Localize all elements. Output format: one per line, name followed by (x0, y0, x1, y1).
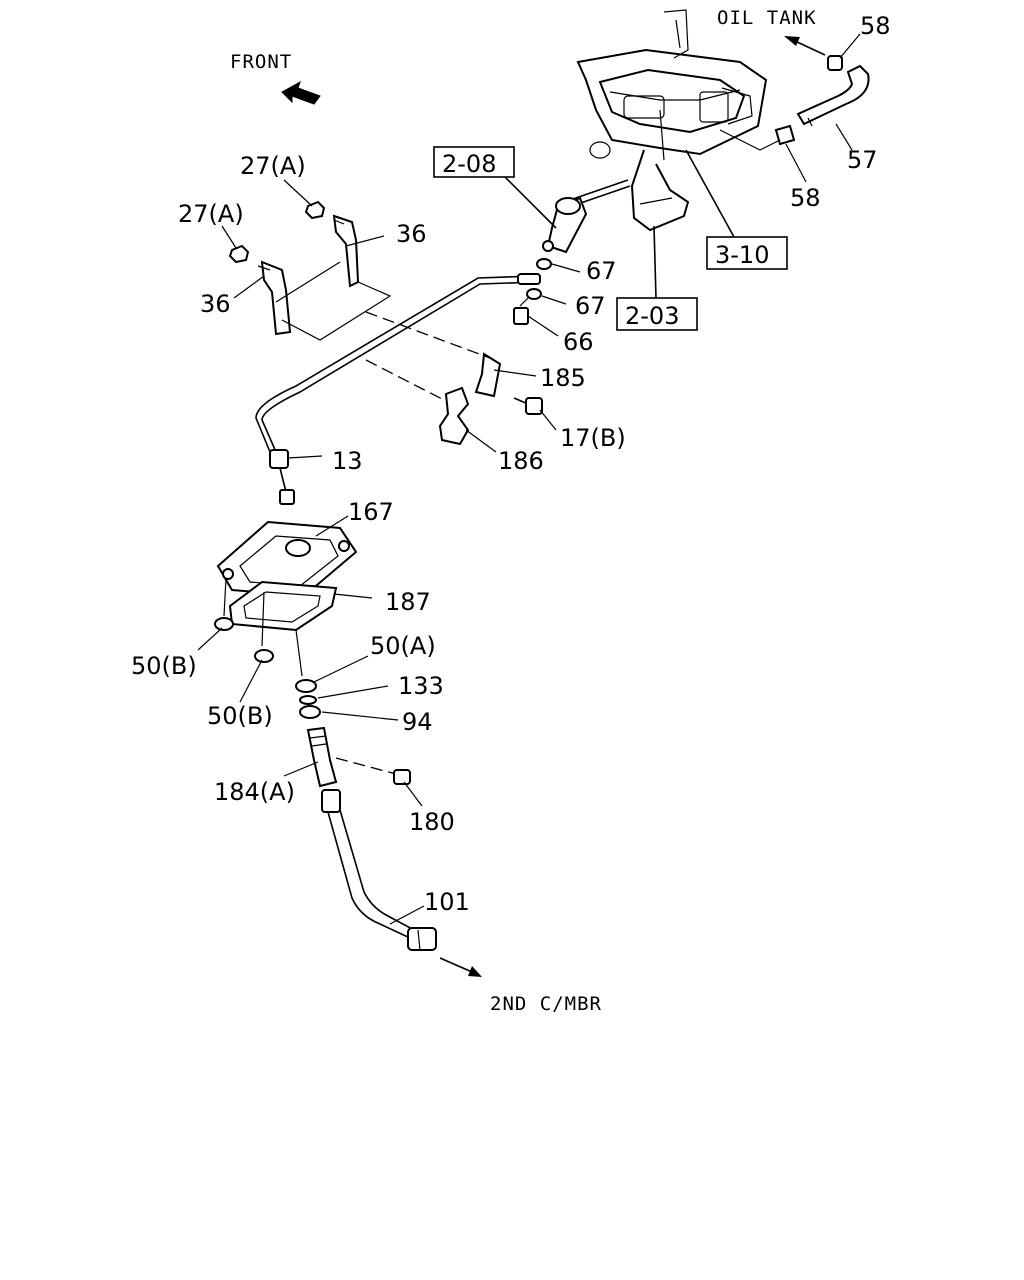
bolt-66 (513, 297, 529, 325)
washer-67-lower (526, 288, 542, 300)
callout-101: 101 (424, 888, 470, 916)
callout-58-lower: 58 (790, 184, 821, 212)
bracket-outline (281, 281, 392, 341)
bracket-36-upper (332, 214, 360, 288)
hose-clamp-58-top (827, 55, 843, 71)
oil-tank-label: OIL TANK (717, 7, 817, 29)
callout-186: 186 (498, 447, 544, 475)
callout-36-lower: 36 (200, 290, 231, 318)
callout-27a-lower: 27(A) (178, 200, 244, 228)
cap-180 (393, 769, 411, 785)
callout-36-upper: 36 (396, 220, 427, 248)
clip-186 (438, 386, 470, 446)
oil-hose-57 (796, 64, 870, 127)
connector-184a (306, 726, 338, 788)
nut-50b-right (254, 649, 274, 663)
nut-27a-lower (228, 244, 250, 264)
nut-27a-upper (304, 200, 326, 220)
callout-50a: 50(A) (370, 632, 436, 660)
second-chamber-arrow-icon (439, 957, 482, 977)
washer-94 (299, 705, 321, 719)
ref-3-10: 3-10 (715, 241, 769, 269)
ref-2-03: 2-03 (625, 302, 679, 330)
bracket-36-lower (257, 260, 292, 336)
callout-58-top: 58 (860, 12, 891, 40)
callout-94: 94 (402, 708, 433, 736)
callout-57: 57 (847, 146, 878, 174)
callout-67-upper: 67 (586, 257, 617, 285)
callout-17b: 17(B) (560, 424, 626, 452)
callout-50b-left: 50(B) (131, 652, 197, 680)
fluid-pipe-13 (255, 273, 541, 505)
callout-66: 66 (563, 328, 594, 356)
nut-50a (295, 679, 317, 693)
master-cylinder (542, 179, 631, 254)
callout-187: 187 (385, 588, 431, 616)
callout-67-lower: 67 (575, 292, 606, 320)
callout-27a-upper: 27(A) (240, 152, 306, 180)
callout-184a: 184(A) (214, 778, 295, 806)
ref-box-3-10[interactable]: 3-10 (706, 236, 788, 270)
pedal-bracket-assembly (576, 9, 768, 232)
clip-185 (474, 352, 502, 398)
ref-box-2-08[interactable]: 2-08 (433, 146, 515, 178)
hose-clamp-58-lower (774, 124, 796, 146)
washer-67-upper (536, 258, 552, 270)
bolt-17b (513, 397, 543, 415)
callout-50b-right: 50(B) (207, 702, 273, 730)
brake-hose-101 (321, 789, 437, 951)
callout-167: 167 (348, 498, 394, 526)
washer-133 (299, 695, 317, 705)
front-label: FRONT (230, 51, 292, 73)
oil-tank-arrow-icon (784, 36, 826, 56)
nut-50b-left (214, 617, 234, 631)
front-arrow-icon (281, 80, 321, 105)
ref-2-08: 2-08 (442, 150, 496, 178)
callout-133: 133 (398, 672, 444, 700)
leader-lines (197, 33, 861, 925)
second-chamber-label: 2ND C/MBR (490, 993, 602, 1015)
callout-13: 13 (332, 447, 363, 475)
callout-labels: 58 57 58 27(A) 27(A) 36 36 67 67 66 185 … (131, 12, 891, 916)
callout-180: 180 (409, 808, 455, 836)
callout-185: 185 (540, 364, 586, 392)
ref-box-2-03[interactable]: 2-03 (616, 297, 698, 331)
